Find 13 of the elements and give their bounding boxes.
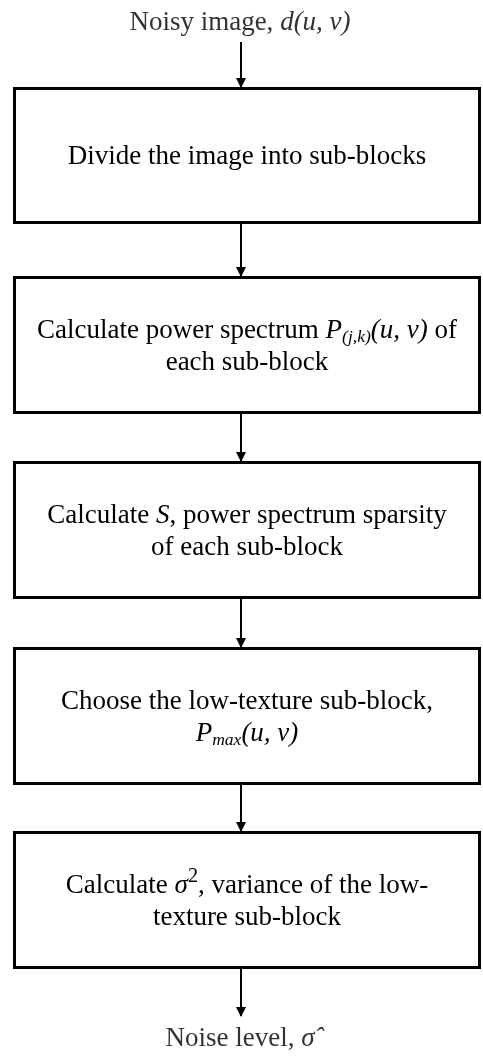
process-box: Calculate σ$^{2}$, variance of the low-texture sub-block [13, 831, 481, 969]
arrow [236, 41, 246, 88]
process-box: Calculate S, power spectrum sparsity of each sub-block [13, 461, 481, 599]
process-box: Divide the image into sub-blocks [13, 87, 481, 224]
arrow [236, 968, 246, 1017]
io-label: Noise level, σ̂ [90, 1016, 390, 1058]
io-label: Noisy image, d(u, v) [90, 0, 390, 42]
process-box: Choose the low-texture sub-block, P$_{max}$(u, v) [13, 647, 481, 785]
arrow [236, 413, 246, 462]
arrow [236, 598, 246, 648]
arrow [236, 784, 246, 832]
arrow [236, 223, 246, 277]
process-box: Calculate power spectrum P$_{(j,k)}$(u, v) of each sub-block [13, 276, 481, 414]
